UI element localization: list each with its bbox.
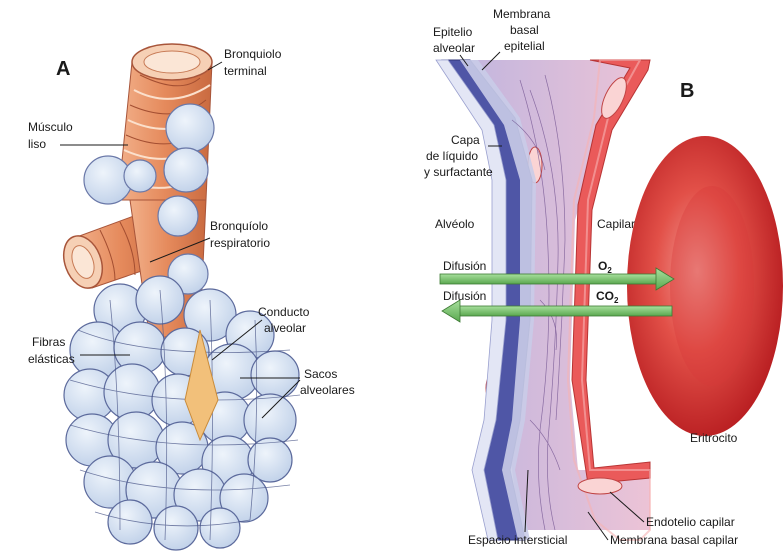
label-eritrocito: Eritrocito (690, 431, 738, 445)
panel-a: A (28, 44, 355, 550)
label-capilar: Capilar (597, 217, 635, 231)
label-espacio-intersticial: Espacio intersticial (468, 533, 567, 547)
label-bronquiolo-terminal: Bronquiolo terminal (224, 47, 285, 78)
label-fibras-elasticas: Fibras elásticas (28, 335, 75, 366)
label-difusion-co2: Difusión (443, 289, 486, 303)
label-membrana-basal-capilar: Membrana basal capilar (610, 533, 738, 547)
label-difusion-o2: Difusión (443, 259, 486, 273)
label-alveolo: Alvéolo (435, 217, 475, 231)
label-musculo-liso: Músculo liso (28, 120, 76, 151)
label-endotelio-capilar: Endotelio capilar (646, 515, 735, 529)
label-epitelio-alveolar: Epitelio alveolar (433, 25, 476, 55)
label-bronquiolo-respiratorio: Bronquíolo respiratorio (210, 219, 271, 250)
panel-b-letter: B (680, 80, 694, 102)
label-sacos-alveolares: Sacos alveolares (300, 367, 355, 397)
panel-a-letter: A (56, 58, 70, 80)
label-co2: CO2 (596, 289, 619, 305)
label-o2: O2 (598, 259, 612, 275)
label-membrana-basal-epitelial: Membrana basal epitelial (493, 7, 554, 53)
panel-b: B (424, 7, 783, 547)
label-capa-liquido: Capa de líquido y surfactante (424, 133, 493, 179)
